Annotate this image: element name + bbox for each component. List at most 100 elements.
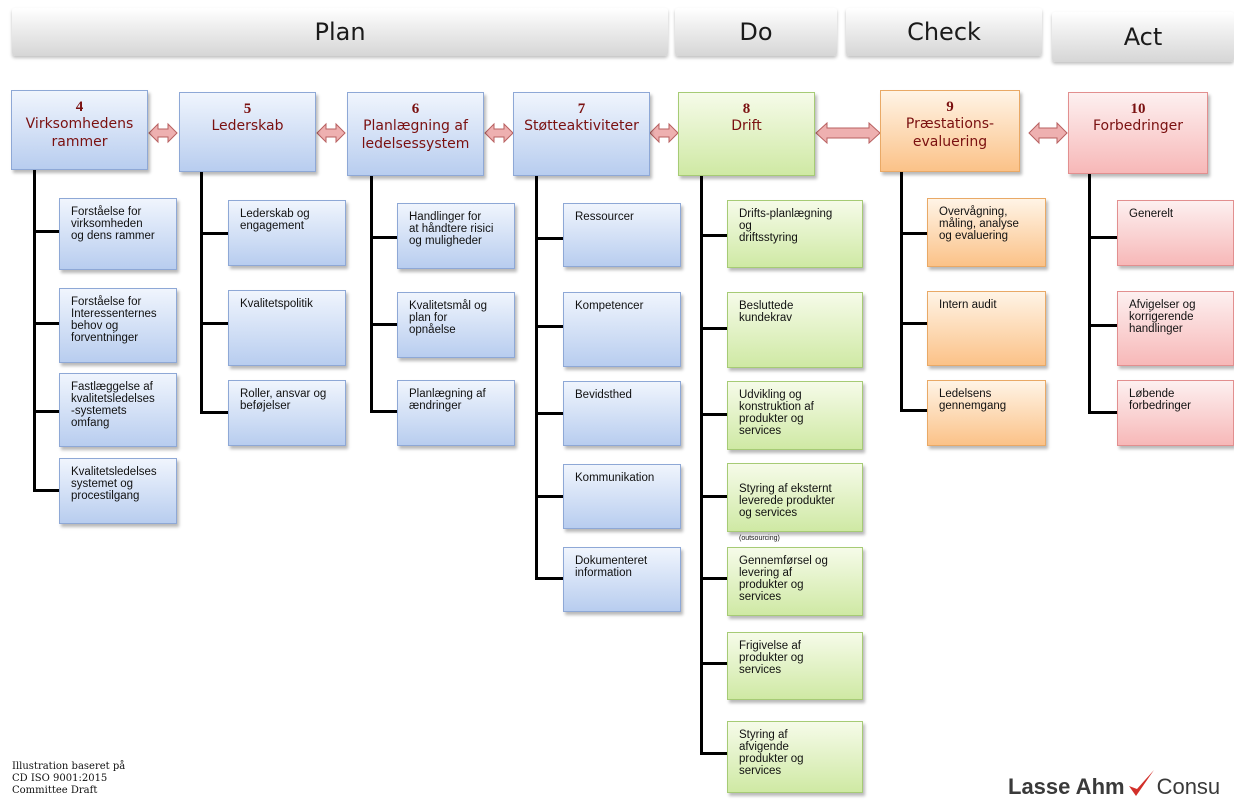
double-arrow-icon (148, 122, 178, 144)
clause-7-item: Bevidsthed (563, 381, 681, 446)
connector-branch (535, 412, 563, 415)
outsourcing-note: (outsourcing) (739, 535, 780, 542)
clause-10-item: Løbende forbedringer (1117, 380, 1234, 446)
connector-branch (200, 322, 228, 325)
connector-branch (535, 237, 563, 240)
clause-6-item: Kvalitetsmål og plan for opnåelse (397, 292, 515, 358)
connector-branch (535, 495, 563, 498)
clause-number: 9 (946, 99, 954, 115)
phase-act-label: Act (1123, 23, 1163, 51)
connector-branch (700, 752, 727, 755)
clause-8-item: Styring af afvigende produkter og servic… (727, 721, 863, 793)
connector-branch (700, 577, 727, 580)
clause-8-item: Udvikling og konstruktion af produkter o… (727, 381, 863, 450)
connector-trunk-8 (700, 176, 703, 755)
clause-8-item: Besluttede kundekrav (727, 292, 863, 368)
logo-text: Consu (1156, 774, 1221, 799)
clause-7-item: Ressourcer (563, 203, 681, 267)
connector-branch (700, 662, 727, 665)
clause-9-header: 9 Præstations- evaluering (880, 90, 1020, 172)
connector-branch (200, 232, 228, 235)
phase-check-banner: Check (846, 8, 1042, 56)
double-arrow-icon (649, 122, 679, 144)
clause-10-item: Generelt (1117, 200, 1234, 266)
connector-branch (1088, 411, 1117, 414)
connector-branch (1088, 236, 1117, 239)
clause-title: Støtteaktiviteter (524, 118, 639, 134)
phase-do-banner: Do (675, 8, 837, 56)
phase-check-label: Check (907, 18, 981, 46)
clause-9-item: Overvågning, måling, analyse og evalueri… (927, 198, 1046, 267)
connector-branch (700, 327, 727, 330)
clause-title: Lederskab (211, 118, 284, 134)
clause-7-item: Kompetencer (563, 292, 681, 367)
connector-branch (200, 411, 228, 414)
connector-branch (370, 236, 397, 239)
connector-branch (370, 323, 397, 326)
clause-10-header: 10 Forbedringer (1068, 92, 1208, 174)
clause-8-item: Styring af eksternt leverede produkter o… (727, 463, 863, 542)
connector-branch (1088, 324, 1117, 327)
clause-title: Præstations- evaluering (905, 116, 995, 150)
connector-branch (535, 325, 563, 328)
double-arrow-icon (1028, 121, 1068, 145)
clause-10-item: Afvigelser og korrigerende handlinger (1117, 291, 1234, 366)
clause-4-item: Fastlæggelse af kvalitetsledelses -syste… (59, 373, 177, 447)
clause-4-header: 4 Virksomhedens rammer (11, 90, 148, 170)
connector-branch (33, 489, 59, 492)
clause-number: 10 (1130, 101, 1146, 117)
checkmark-icon (1128, 770, 1154, 796)
connector-branch (535, 577, 563, 580)
clause-5-header: 5 Lederskab (179, 92, 316, 172)
clause-title: Planlægning af ledelsessystem (361, 118, 470, 152)
clause-number: 4 (75, 99, 84, 115)
source-footnote: Illustration baseret på CD ISO 9001:2015… (12, 761, 126, 796)
clause-8-item: Gennemførsel og levering af produkter og… (727, 547, 863, 616)
phase-plan-banner: Plan (12, 8, 668, 56)
connector-trunk-7 (535, 176, 538, 580)
company-logo: Lasse Ahm Consu (1008, 768, 1220, 800)
connector-branch (700, 234, 727, 237)
connector-branch (33, 322, 59, 325)
double-arrow-icon (316, 122, 346, 144)
connector-trunk-9 (900, 170, 903, 412)
connector-branch (700, 413, 727, 416)
connector-branch (33, 410, 59, 413)
clause-8-item-text: Styring af eksternt leverede produkter o… (739, 483, 835, 519)
clause-number: 8 (742, 101, 751, 117)
clause-4-item: Forståelse for Interessenternes behov og… (59, 288, 177, 363)
clause-8-item: Drifts-planlægning og driftsstyring (727, 200, 863, 268)
clause-9-item: Ledelsens gennemgang (927, 380, 1046, 446)
connector-branch (700, 495, 727, 498)
clause-8-item: Frigivelse af produkter og services (727, 632, 863, 700)
clause-number: 5 (243, 101, 252, 117)
clause-title: Drift (731, 118, 762, 134)
connector-branch (900, 232, 927, 235)
connector-trunk-5 (200, 172, 203, 414)
connector-trunk-10 (1088, 172, 1091, 414)
clause-5-item: Kvalitetspolitik (228, 290, 346, 366)
clause-number: 6 (411, 101, 420, 117)
phase-act-banner: Act (1052, 12, 1234, 62)
double-arrow-icon (815, 121, 881, 145)
clause-4-item: Kvalitetsledelses systemet og procestilg… (59, 458, 177, 524)
clause-7-header: 7 Støtteaktiviteter (513, 92, 650, 176)
connector-branch (33, 230, 59, 233)
clause-number: 7 (577, 101, 586, 117)
clause-title: Forbedringer (1092, 118, 1184, 134)
phase-do-label: Do (739, 18, 773, 46)
clause-6-item: Handlinger for at håndtere risici og mul… (397, 203, 515, 269)
clause-4-item: Forståelse for virksomheden og dens ramm… (59, 198, 177, 270)
logo-text-bold: Lasse Ahm (1008, 774, 1125, 799)
clause-title: Virksomhedens rammer (25, 116, 134, 150)
connector-branch (370, 410, 397, 413)
connector-trunk-6 (370, 176, 373, 413)
clause-7-item: Kommunikation (563, 464, 681, 529)
connector-trunk-4 (33, 170, 36, 492)
clause-5-item: Lederskab og engagement (228, 200, 346, 266)
phase-plan-label: Plan (314, 18, 366, 46)
connector-branch (900, 409, 927, 412)
clause-6-header: 6 Planlægning af ledelsessystem (347, 92, 484, 176)
connector-branch (900, 322, 927, 325)
clause-6-item: Planlægning af ændringer (397, 380, 515, 446)
